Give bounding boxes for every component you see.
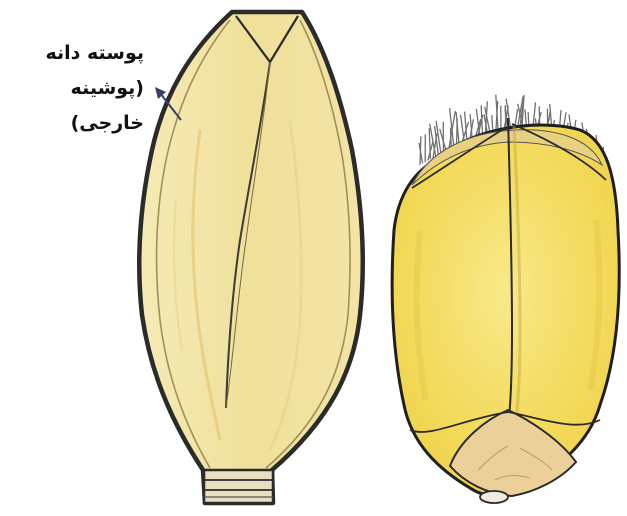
husk-label: پوسته دانه (پوشینه خارجی) [4, 36, 144, 141]
grain-husk [139, 12, 363, 503]
husk-label-line-3: خارجی) [4, 106, 144, 141]
husk-base [204, 470, 273, 503]
kernel-brush-hair [451, 128, 452, 149]
kernel-base-nub [480, 491, 508, 503]
husk-label-line-2: (پوشینه [4, 71, 144, 106]
kernel-brush-hair [481, 105, 482, 136]
kernel-brush-hair [461, 115, 465, 143]
husk-label-line-1: پوسته دانه [4, 36, 144, 71]
wheat-kernel [392, 95, 619, 503]
husk-outer-body [139, 12, 363, 503]
